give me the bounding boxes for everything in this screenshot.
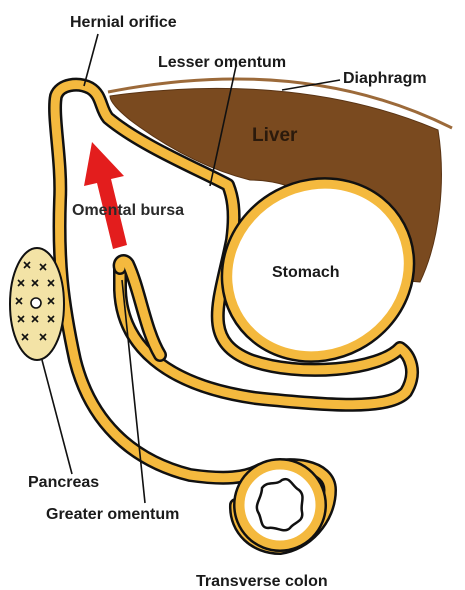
- label-liver: Liver: [252, 125, 298, 146]
- label-pancreas: Pancreas: [28, 474, 99, 491]
- colon-lumen: [257, 479, 303, 530]
- label-hernial-orifice: Hernial orifice: [70, 14, 177, 31]
- label-diaphragm: Diaphragm: [343, 70, 427, 87]
- arrow-up-icon: [84, 142, 127, 249]
- pancreas-duct: [31, 298, 41, 308]
- label-transverse-colon: Transverse colon: [196, 573, 328, 590]
- transverse-colon: [240, 465, 320, 545]
- hernial-orifice-leader: [84, 34, 98, 86]
- label-stomach: Stomach: [272, 264, 340, 281]
- label-lesser-omentum: Lesser omentum: [158, 54, 286, 71]
- label-omental-bursa: Omental bursa: [72, 202, 184, 219]
- pancreas: [10, 248, 64, 360]
- pancreas-leader: [42, 360, 72, 474]
- label-greater-omentum: Greater omentum: [46, 506, 179, 523]
